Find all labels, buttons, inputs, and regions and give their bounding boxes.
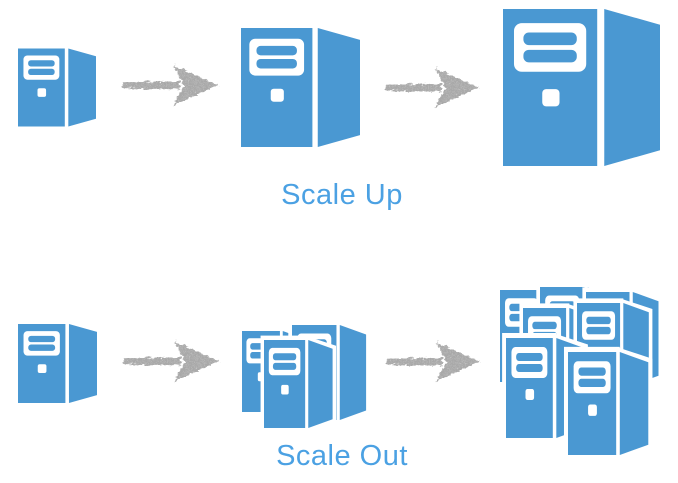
server-medium-icon [235, 22, 366, 153]
scale-up-row [14, 1, 668, 174]
sketch-arrow-right-icon [123, 341, 220, 382]
server-icon [260, 335, 337, 433]
sketch-arrow-right-icon [386, 341, 481, 382]
scale-out-row [14, 282, 663, 461]
server-cluster-3-icon [238, 320, 370, 433]
scale-up-label: Scale Up [281, 179, 403, 211]
server-large-icon [495, 1, 668, 174]
sketch-arrow-right-icon [122, 65, 219, 106]
scale-out-label: Scale Out [276, 440, 408, 472]
server-small-icon [14, 320, 101, 407]
server-icon [563, 346, 653, 461]
sketch-arrow-right-icon [385, 67, 480, 108]
server-cluster-7-icon [496, 282, 663, 461]
server-small-icon [14, 44, 100, 131]
